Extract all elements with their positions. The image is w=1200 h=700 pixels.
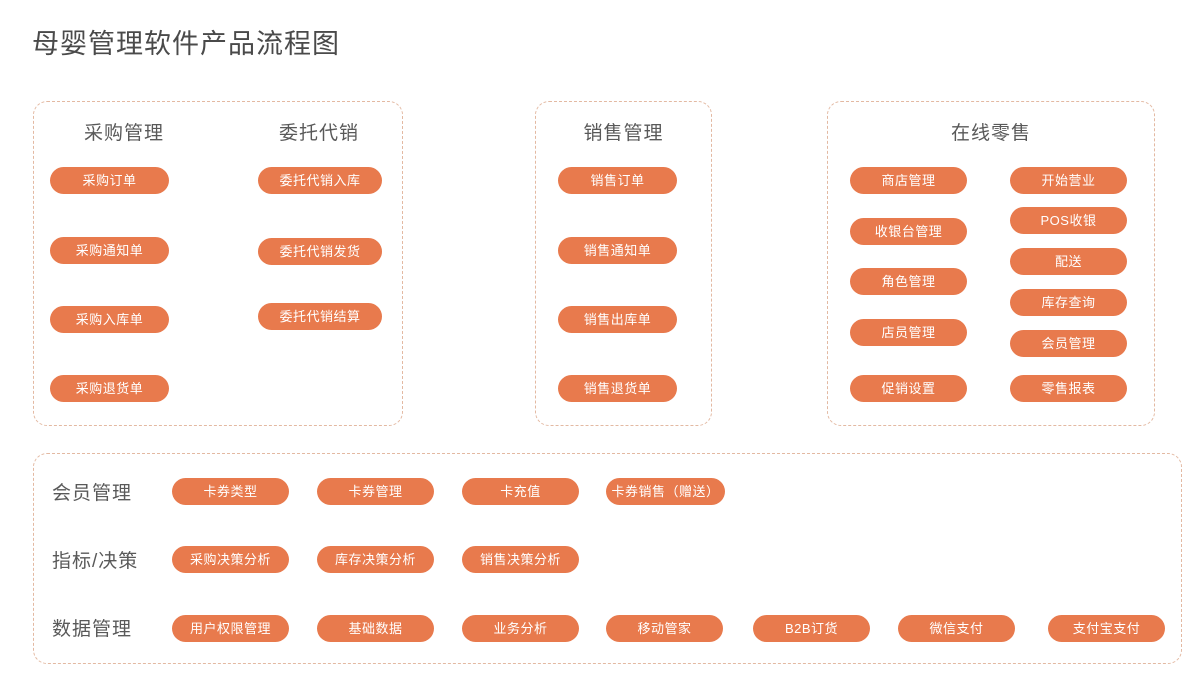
panel-title-online-retail: 在线零售 bbox=[950, 123, 1031, 144]
panel-title-sales: 销售管理 bbox=[583, 123, 664, 144]
pill-promotion-settings[interactable]: 促销设置 bbox=[850, 375, 967, 402]
pill-mobile-butler[interactable]: 移动管家 bbox=[606, 615, 723, 642]
pill-purchase-notice[interactable]: 采购通知单 bbox=[50, 237, 169, 264]
pill-card-management[interactable]: 卡券管理 bbox=[317, 478, 434, 505]
pill-member-management-retail[interactable]: 会员管理 bbox=[1010, 330, 1127, 357]
pill-open-business[interactable]: 开始营业 bbox=[1010, 167, 1127, 194]
panel-sales bbox=[535, 101, 712, 426]
pill-business-analysis[interactable]: 业务分析 bbox=[462, 615, 579, 642]
panel-common bbox=[33, 453, 1182, 664]
pill-basic-data[interactable]: 基础数据 bbox=[317, 615, 434, 642]
pill-consignment-settlement[interactable]: 委托代销结算 bbox=[258, 303, 382, 330]
pill-purchase-inbound[interactable]: 采购入库单 bbox=[50, 306, 169, 333]
pill-consignment-inbound[interactable]: 委托代销入库 bbox=[258, 167, 382, 194]
pill-retail-report[interactable]: 零售报表 bbox=[1010, 375, 1127, 402]
pill-card-type[interactable]: 卡券类型 bbox=[172, 478, 289, 505]
pill-delivery[interactable]: 配送 bbox=[1010, 248, 1127, 275]
pill-sales-decision-analysis[interactable]: 销售决策分析 bbox=[462, 546, 579, 573]
pill-purchase-order[interactable]: 采购订单 bbox=[50, 167, 169, 194]
pill-card-recharge[interactable]: 卡充值 bbox=[462, 478, 579, 505]
pill-user-permission-management[interactable]: 用户权限管理 bbox=[172, 615, 289, 642]
row-label-member: 会员管理 bbox=[52, 483, 133, 504]
panel-title-procurement: 采购管理 bbox=[83, 123, 164, 144]
panel-title-consignment: 委托代销 bbox=[278, 123, 359, 144]
pill-cashier-desk-management[interactable]: 收银台管理 bbox=[850, 218, 967, 245]
pill-inventory-query[interactable]: 库存查询 bbox=[1010, 289, 1127, 316]
pill-card-sale-gift[interactable]: 卡券销售（赠送） bbox=[606, 478, 725, 505]
panel-online-retail bbox=[827, 101, 1155, 426]
pill-alipay-pay[interactable]: 支付宝支付 bbox=[1048, 615, 1165, 642]
pill-purchase-decision-analysis[interactable]: 采购决策分析 bbox=[172, 546, 289, 573]
pill-store-management[interactable]: 商店管理 bbox=[850, 167, 967, 194]
row-label-metrics: 指标/决策 bbox=[52, 551, 139, 572]
pill-sales-outbound[interactable]: 销售出库单 bbox=[558, 306, 677, 333]
pill-pos-checkout[interactable]: POS收银 bbox=[1010, 207, 1127, 234]
pill-inventory-decision-analysis[interactable]: 库存决策分析 bbox=[317, 546, 434, 573]
pill-purchase-return[interactable]: 采购退货单 bbox=[50, 375, 169, 402]
pill-consignment-shipment[interactable]: 委托代销发货 bbox=[258, 238, 382, 265]
pill-sales-notice[interactable]: 销售通知单 bbox=[558, 237, 677, 264]
pill-sales-return[interactable]: 销售退货单 bbox=[558, 375, 677, 402]
pill-b2b-ordering[interactable]: B2B订货 bbox=[753, 615, 870, 642]
pill-clerk-management[interactable]: 店员管理 bbox=[850, 319, 967, 346]
pill-wechat-pay[interactable]: 微信支付 bbox=[898, 615, 1015, 642]
panel-procurement bbox=[33, 101, 403, 426]
row-label-data: 数据管理 bbox=[52, 619, 133, 640]
pill-role-management[interactable]: 角色管理 bbox=[850, 268, 967, 295]
page-title: 母婴管理软件产品流程图 bbox=[32, 29, 340, 59]
pill-sales-order[interactable]: 销售订单 bbox=[558, 167, 677, 194]
